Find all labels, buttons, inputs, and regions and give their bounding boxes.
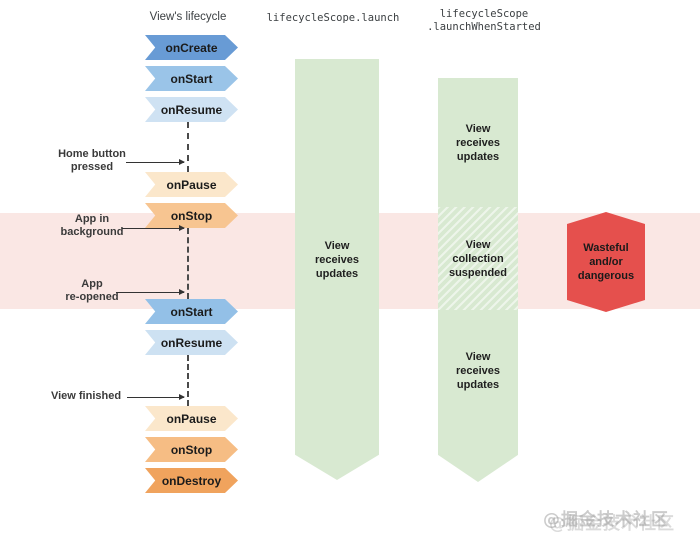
lifecycle-chevron-ondestroy: onDestroy xyxy=(145,468,238,493)
chevron-label: onDestroy xyxy=(161,473,222,488)
lifecycle-chevron-onpause: onPause xyxy=(145,172,238,197)
arrow-right-icon xyxy=(116,289,185,295)
arrow-right-icon xyxy=(127,394,185,400)
header-lifecyclescope-launchwhenstarted: lifecycleScope .launchWhenStarted xyxy=(427,8,541,33)
warning-text: Wasteful and/or dangerous xyxy=(577,242,635,282)
lifecycle-chevron-onpause-2: onPause xyxy=(145,406,238,431)
lifecycle-chevron-onstop: onStop xyxy=(145,203,238,228)
lifecycle-chevron-onresume-2: onResume xyxy=(145,330,238,355)
lws-column-text-suspended: View collection suspended xyxy=(448,238,508,279)
lifecycle-chevron-onstart-2: onStart xyxy=(145,299,238,324)
watermark: @掘金技术社区 xyxy=(543,510,669,530)
watermark-shadow: @掘金技术社区 xyxy=(549,514,675,534)
launch-coroutine-arrow: View receives updates xyxy=(295,59,379,480)
event-label-view-finished: View finished xyxy=(50,390,122,402)
lifecycle-chevron-onstop-2: onStop xyxy=(145,437,238,462)
header-lifecyclescope-launch: lifecycleScope.launch xyxy=(266,12,400,24)
chevron-label: onCreate xyxy=(165,40,218,55)
event-label-app-in-background: App in background xyxy=(60,213,124,238)
dashed-connector xyxy=(187,228,189,299)
arrow-right-icon xyxy=(122,225,185,231)
suspended-hatch-region: View collection suspended xyxy=(438,207,518,310)
chevron-label: onResume xyxy=(160,335,223,350)
event-label-app-reopened: App re-opened xyxy=(65,278,119,303)
launchwhenstarted-coroutine-arrow: View receives updates View collection su… xyxy=(438,78,518,482)
lws-column-text-bottom: View receives updates xyxy=(455,351,501,391)
wasteful-warning-shape: Wasteful and/or dangerous xyxy=(567,212,645,312)
chevron-label: onStop xyxy=(170,442,213,457)
chevron-label: onResume xyxy=(160,102,223,117)
chevron-label: onStop xyxy=(170,208,213,223)
chevron-label: onPause xyxy=(166,177,217,192)
dashed-connector xyxy=(187,355,189,406)
event-label-home-button-pressed: Home button pressed xyxy=(58,148,126,173)
lws-column-text-top: View receives updates xyxy=(455,123,501,163)
dashed-connector xyxy=(187,122,189,172)
chevron-label: onStart xyxy=(170,71,213,86)
lifecycle-chevron-onresume: onResume xyxy=(145,97,238,122)
lifecycle-chevron-oncreate: onCreate xyxy=(145,35,238,60)
header-views-lifecycle: View's lifecycle xyxy=(149,11,227,23)
chevron-label: onStart xyxy=(170,304,213,319)
lifecycle-chevron-onstart: onStart xyxy=(145,66,238,91)
chevron-label: onPause xyxy=(166,411,217,426)
launch-column-text: View receives updates xyxy=(314,240,360,280)
arrow-right-icon xyxy=(126,159,185,165)
